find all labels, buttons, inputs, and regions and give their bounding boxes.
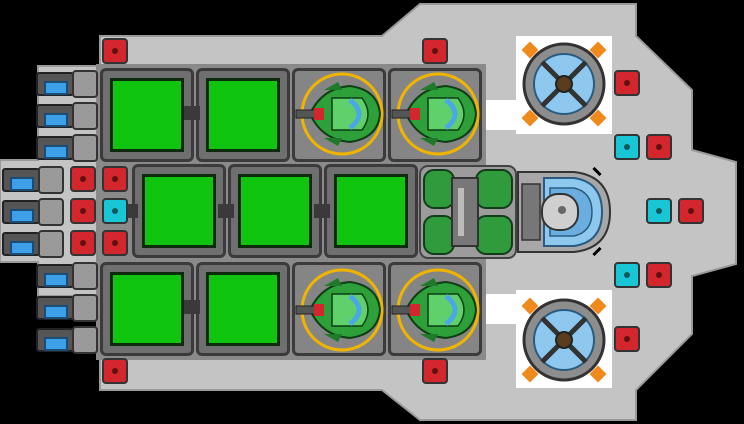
red-module-icon[interactable] [422,358,448,384]
red-module-icon[interactable] [70,166,96,192]
cockpit-dome-icon[interactable] [514,164,614,260]
thruster-icon [36,326,98,354]
red-module-icon[interactable] [646,134,672,160]
door-icon [314,204,330,218]
ship-room[interactable] [324,164,418,258]
red-module-icon[interactable] [102,38,128,64]
cyan-module-icon[interactable] [614,134,640,160]
door-icon [184,300,200,314]
red-module-icon[interactable] [70,230,96,256]
thruster-icon [36,70,98,98]
red-module-icon[interactable] [646,262,672,288]
thruster-icon [36,102,98,130]
red-module-icon[interactable] [614,326,640,352]
green-turret-icon[interactable] [388,264,480,356]
cyan-module-icon[interactable] [102,198,128,224]
thruster-icon [36,294,98,322]
red-module-icon[interactable] [102,230,128,256]
red-module-icon[interactable] [614,70,640,96]
ship-room[interactable] [228,164,322,258]
door-icon [126,204,138,218]
red-module-icon[interactable] [102,358,128,384]
ship-room[interactable] [132,164,226,258]
red-module-icon[interactable] [422,38,448,64]
green-turret-icon[interactable] [292,264,384,356]
red-module-icon[interactable] [678,198,704,224]
ship-room[interactable] [100,262,194,356]
ship-room[interactable] [100,68,194,162]
door-icon [184,106,200,120]
cyan-module-icon[interactable] [646,198,672,224]
circular-drone-icon[interactable] [518,294,610,386]
thruster-icon [2,166,64,194]
cyan-module-icon[interactable] [614,262,640,288]
circular-drone-icon[interactable] [518,38,610,130]
green-turret-icon[interactable] [388,68,480,160]
engine-cylinder-icon[interactable] [418,164,518,260]
ship-room[interactable] [196,68,290,162]
red-module-icon[interactable] [102,166,128,192]
thruster-icon [36,262,98,290]
ship-room[interactable] [196,262,290,356]
green-turret-icon[interactable] [292,68,384,160]
door-icon [218,204,234,218]
thruster-icon [2,198,64,226]
thruster-icon [36,134,98,162]
thruster-icon [2,230,64,258]
red-module-icon[interactable] [70,198,96,224]
